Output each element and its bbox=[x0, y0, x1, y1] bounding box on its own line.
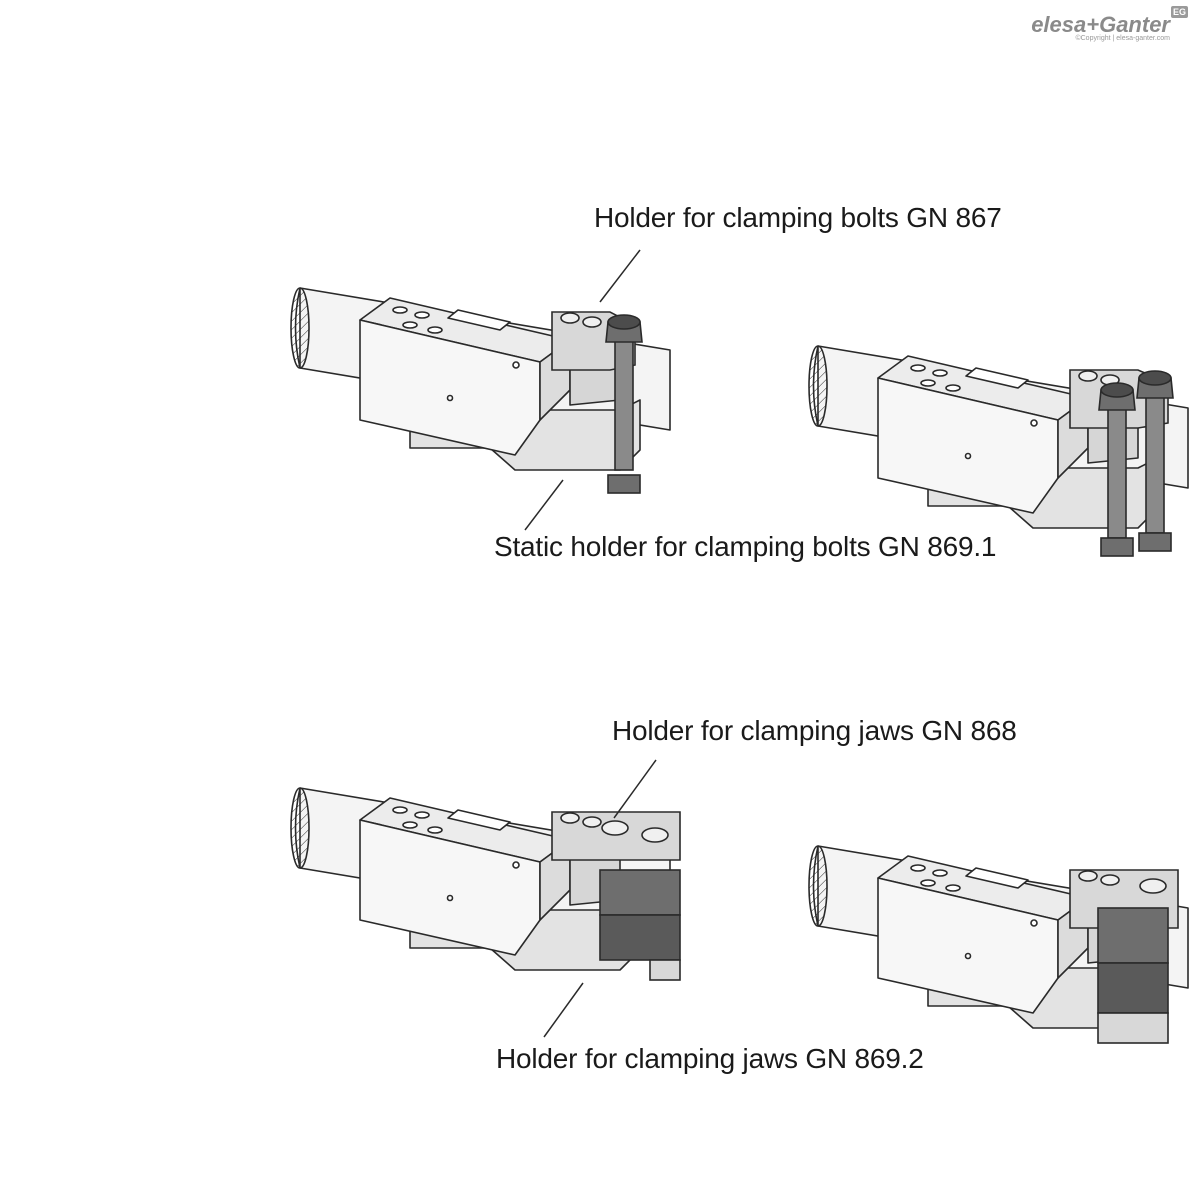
label-holder-clamping-bolts-gn867: Holder for clamping bolts GN 867 bbox=[594, 202, 1002, 233]
leader-gn8691 bbox=[524, 479, 564, 531]
assembly-bottom-left bbox=[290, 787, 681, 981]
leader-gn868 bbox=[613, 759, 657, 819]
label-holder-clamping-jaws-gn868: Holder for clamping jaws GN 868 bbox=[612, 715, 1017, 746]
brand-logo: elesa+Ganter EG ©Copyright | elesa-gante… bbox=[1010, 6, 1188, 46]
label-static-holder-clamping-bolts-gn8691: Static holder for clamping bolts GN 869.… bbox=[494, 531, 997, 562]
assembly-top-left bbox=[290, 287, 671, 494]
brand-name: elesa+Ganter bbox=[1031, 12, 1170, 37]
assembly-bottom-right bbox=[808, 845, 1189, 1044]
leader-gn867 bbox=[599, 249, 641, 303]
brand-copyright: ©Copyright | elesa-ganter.com bbox=[1075, 35, 1170, 42]
brand-mark: EG bbox=[1170, 6, 1188, 18]
label-holder-clamping-jaws-gn8692: Holder for clamping jaws GN 869.2 bbox=[496, 1043, 924, 1074]
assembly-top-right bbox=[808, 345, 1189, 557]
leader-gn8692 bbox=[543, 982, 584, 1038]
